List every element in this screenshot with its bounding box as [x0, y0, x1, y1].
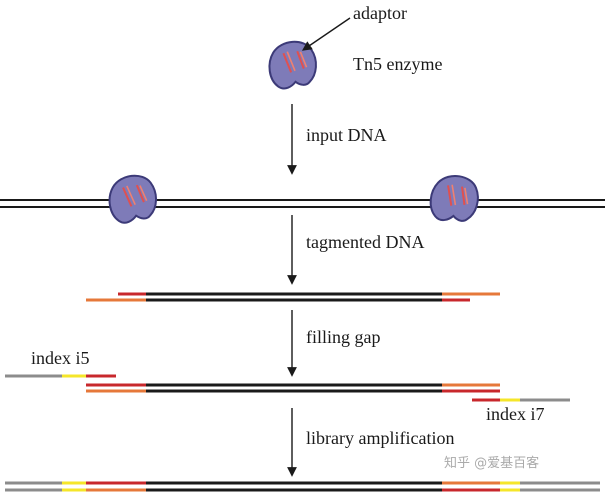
tn5-enzyme-label: Tn5 enzyme — [353, 54, 442, 74]
tn5-enzyme-icon — [104, 171, 161, 226]
filled-dna-fragment — [5, 374, 570, 402]
tn5-enzyme-icon — [265, 37, 320, 92]
index-i7-label: index i7 — [486, 404, 545, 424]
step-tagmented-dna-label: tagmented DNA — [306, 232, 424, 252]
watermark-text: 知乎 @爱基百客 — [444, 455, 539, 471]
adaptor-pointer-arrow — [301, 17, 351, 51]
adaptor-label: adaptor — [353, 3, 407, 23]
amplified-library-fragment — [5, 481, 600, 492]
index-i5-label: index i5 — [31, 348, 90, 368]
input-dna-strand — [0, 199, 605, 208]
step-library-amplification-label: library amplification — [306, 428, 454, 448]
tn5-enzyme-icon — [428, 172, 481, 224]
step-input-dna-label: input DNA — [306, 125, 387, 145]
tagmented-dna-fragment — [86, 292, 500, 302]
step-filling-gap-label: filling gap — [306, 327, 381, 347]
